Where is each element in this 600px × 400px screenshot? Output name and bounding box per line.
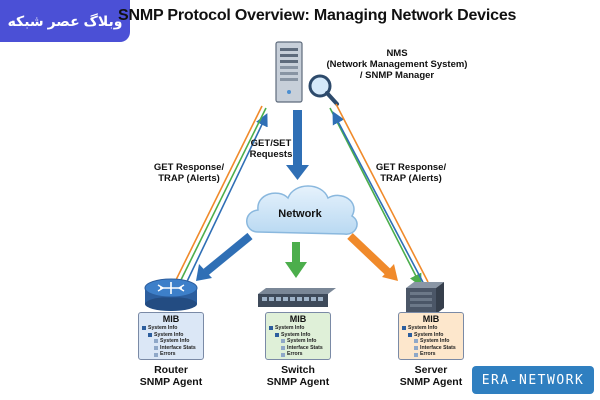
mib-title: MIB [422,314,440,324]
folder-icon [408,332,412,337]
right-response-label-line1: GET Response/ [375,162,447,173]
switch-mib-box: MIB System Info System Info System Info … [265,312,331,360]
folder-icon [269,326,273,331]
left-response-label: GET Response/ TRAP (Alerts) [152,162,226,184]
leaf-icon [414,352,418,357]
server-mib-box: MIB System Info System Info System Info … [398,312,464,360]
server-agent-caption: Server SNMP Agent [386,364,476,388]
mib-tree-item: Interface Stats [420,344,456,351]
router-agent-caption: Router SNMP Agent [126,364,216,388]
cloud-to-router-arrow [196,232,253,281]
get-set-label-line2: Requests [249,149,293,160]
server-response-arrows [329,103,429,289]
router-caption-line1: Router [154,364,188,376]
leaf-icon [281,346,285,351]
left-response-label-line1: GET Response/ [153,162,225,173]
right-response-label-line2: TRAP (Alerts) [380,173,442,184]
folder-icon [275,332,279,337]
mib-tree-item: Interface Stats [287,344,323,351]
network-cloud-icon [246,185,358,235]
mib-title: MIB [162,314,180,324]
mib-tree-item: System Info [154,331,184,338]
folder-icon [142,326,146,331]
get-set-arrow [286,110,309,180]
mib-tree-item: System Info [420,338,450,345]
leaf-icon [414,346,418,351]
watermark-badge[interactable]: ERA-NETWORK [472,366,594,394]
router-icon [144,278,198,311]
right-response-label: GET Response/ TRAP (Alerts) [374,162,448,184]
router-mib-box: MIB System Info System Info System Info … [138,312,204,360]
leaf-icon [154,339,158,344]
server-icon [406,282,444,314]
mib-tree-item: System Info [275,325,305,331]
magnifier-icon [308,74,339,106]
mib-title: MIB [289,314,307,324]
switch-icon [258,288,336,307]
nms-label-line1: NMS [386,48,408,59]
mib-tree-item: System Info [408,325,438,331]
mib-tree-item: System Info [414,331,444,338]
mib-tree-item: System Info [160,338,190,345]
nms-label: NMS (Network Management System) / SNMP M… [322,48,472,81]
folder-icon [148,332,152,337]
leaf-icon [414,339,418,344]
leaf-icon [154,352,158,357]
mib-tree-item: Interface Stats [160,344,196,351]
switch-caption-line2: SNMP Agent [266,376,330,388]
server-caption-line2: SNMP Agent [399,376,463,388]
cloud-to-switch-arrow [285,242,307,278]
brand-badge[interactable]: وبلاگ عصر شبکه [0,0,130,42]
nms-label-line3: / SNMP Manager [359,70,435,81]
mib-tree-item: System Info [281,331,311,338]
nms-label-line2: (Network Management System) [326,59,468,70]
router-caption-line2: SNMP Agent [139,376,203,388]
server-caption-line1: Server [414,364,448,376]
mib-tree-item: Errors [420,351,436,358]
get-set-label: GET/SET Requests [246,138,296,160]
router-response-arrows [171,105,268,293]
leaf-icon [281,339,285,344]
get-set-label-line1: GET/SET [250,138,292,149]
network-label: Network [278,208,322,220]
folder-icon [402,326,406,331]
cloud-to-server-arrow [347,233,398,281]
leaf-icon [281,352,285,357]
mib-tree-item: Errors [287,351,303,358]
leaf-icon [154,346,158,351]
nms-server-icon [275,41,303,103]
switch-caption-line1: Switch [281,364,315,376]
mib-tree-item: System Info [287,338,317,345]
mib-tree-item: Errors [160,351,176,358]
switch-agent-caption: Switch SNMP Agent [253,364,343,388]
mib-tree-item: System Info [148,325,178,331]
diagram-title: SNMP Protocol Overview: Managing Network… [118,7,517,24]
left-response-label-line2: TRAP (Alerts) [158,173,220,184]
